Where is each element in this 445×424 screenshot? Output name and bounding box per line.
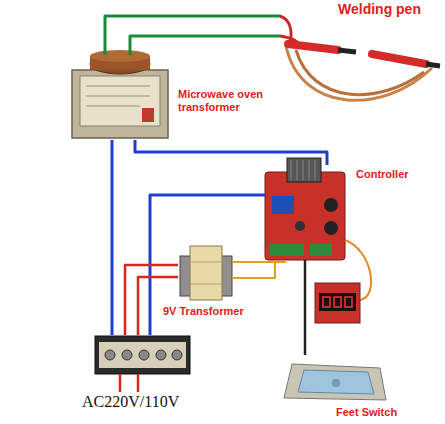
welding-pen: Welding pen [280,14,440,110]
microwave-transformer-art [72,50,168,138]
welding-pen-art [280,16,440,100]
component-label: Feet Switch [336,406,416,419]
small-transformer-art [180,246,232,300]
wire [105,16,280,55]
microwave-transformer: Microwave oven transformer [70,55,168,140]
wire [304,260,307,355]
controller-art [265,158,345,260]
component-label: Microwave oven transformer [178,88,274,113]
wire [125,265,178,335]
terminal-block: AC220V/110V [95,335,190,375]
component-label: AC220V/110V [82,393,212,411]
foot-switch: Feet Switch [280,355,385,405]
controller: Controller [265,165,345,260]
component-label: Welding pen [338,1,443,17]
wire [232,260,285,278]
foot-switch-art [284,364,386,400]
component-label: Controller [356,168,436,181]
wire [111,140,114,335]
small-transformer: 9V Transformer [178,245,232,300]
wire [135,140,327,165]
display-module [315,240,371,323]
terminal-block-art [95,336,190,392]
component-label: 9V Transformer [163,305,263,318]
